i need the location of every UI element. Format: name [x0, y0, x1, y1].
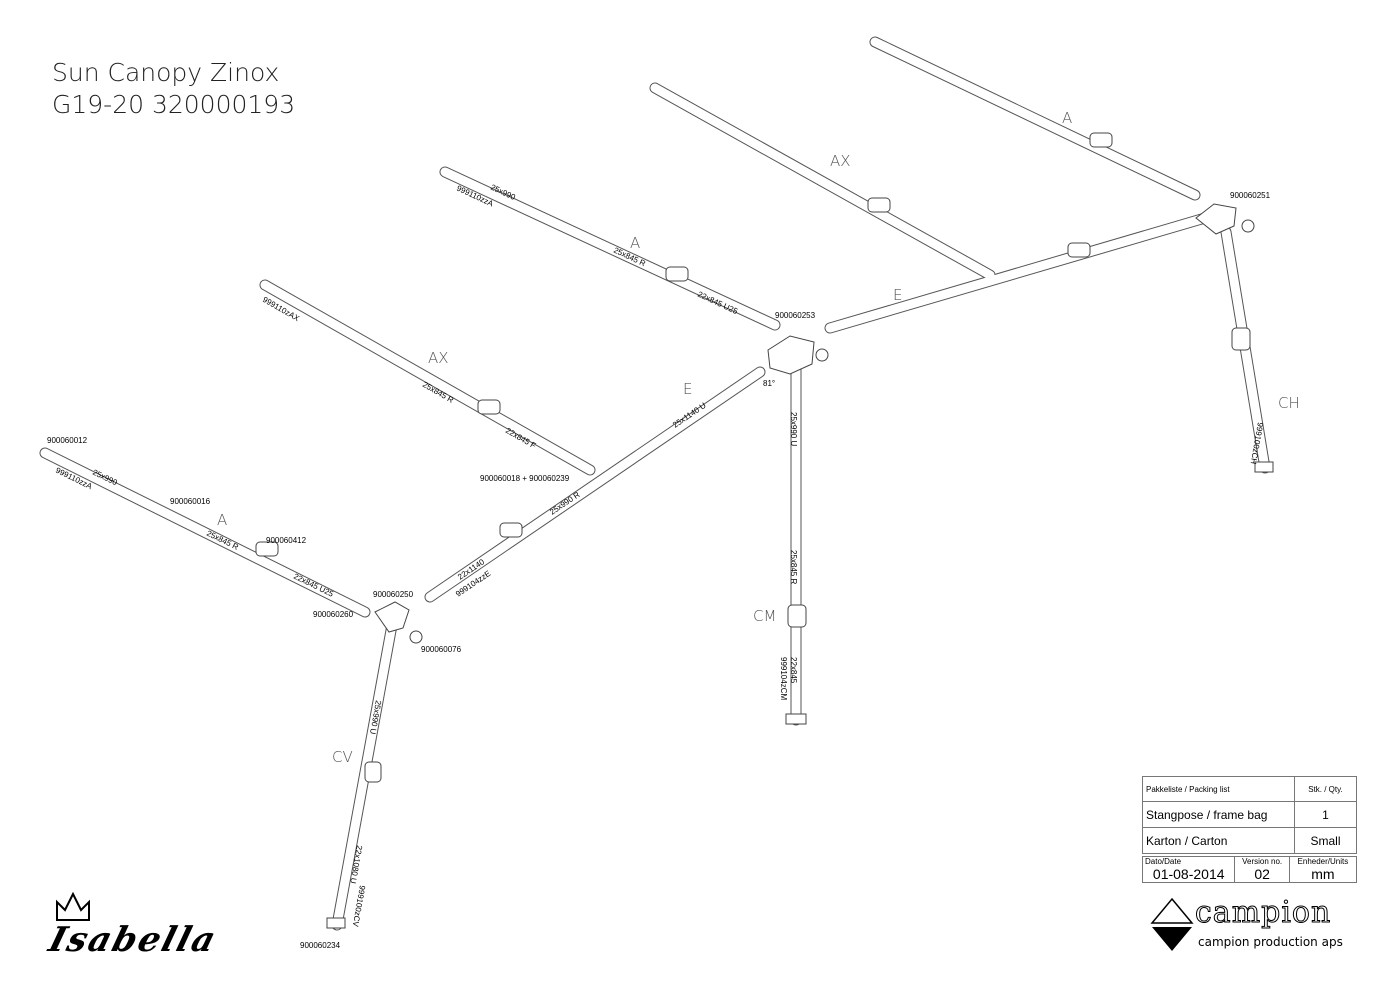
table-row: Karton / Carton Small	[1142, 827, 1357, 854]
joint-clamp	[1089, 132, 1113, 148]
joint-clamp	[665, 266, 689, 282]
part-number: 999100zCV	[351, 885, 367, 928]
date-value: 01-08-2014	[1152, 866, 1225, 882]
section-a-middle: A	[630, 234, 640, 252]
packing-qty: 1	[1294, 801, 1357, 828]
drawing-number: G19-20 320000193	[52, 90, 296, 119]
campion-wordmark: campion	[1194, 895, 1332, 931]
part-number: 900060016	[170, 497, 211, 506]
tubes	[39, 36, 1274, 931]
joint-clamp	[787, 604, 807, 628]
section-ax-fourth: AX	[830, 152, 851, 170]
section-ch: CH	[1278, 394, 1300, 412]
campion-logo: campion campion production aps	[1150, 895, 1370, 965]
center-connector	[767, 335, 815, 375]
section-labels: A AX A AX A E E CV CM CH	[217, 109, 1300, 766]
angle-label: 81°	[763, 379, 775, 388]
packing-list-header: Pakkeliste / Packing list	[1142, 776, 1295, 802]
part-number: 900060260	[313, 610, 354, 619]
connectors	[255, 132, 1274, 929]
triangles-icon	[1150, 897, 1194, 951]
tube-size: 25x990 U	[789, 412, 798, 446]
joint-clamp	[499, 522, 523, 538]
joint-clamp	[1067, 242, 1091, 258]
end-cap	[1241, 219, 1255, 233]
tube-size: 22x845	[789, 657, 798, 684]
foot	[785, 713, 807, 725]
table-row: Stangpose / frame bag 1	[1142, 801, 1357, 828]
joint-clamp	[867, 197, 891, 213]
part-number: 900060018 + 900060239	[480, 474, 570, 483]
end-cap	[815, 348, 829, 362]
rear-connector	[1195, 203, 1237, 235]
joint-clamp	[364, 761, 382, 783]
joint-clamp	[255, 541, 279, 557]
joint-clamp	[1231, 327, 1251, 351]
corner-connector	[374, 601, 410, 633]
campion-subtitle: campion production aps	[1198, 935, 1343, 949]
part-number: 999104zCM	[779, 657, 788, 700]
part-number: 900060253	[775, 311, 816, 320]
section-ax-second: AX	[428, 349, 449, 367]
packing-item: Karton / Carton	[1142, 827, 1295, 854]
date-label: Dato/Date	[1145, 857, 1182, 866]
joint-clamp	[477, 399, 501, 415]
part-number: 900060250	[373, 590, 414, 599]
section-e-upper: E	[893, 286, 902, 304]
section-cv: CV	[332, 748, 353, 766]
part-number: 900060251	[1230, 191, 1271, 200]
crown-icon	[56, 891, 90, 921]
qty-header: Stk. / Qty.	[1294, 776, 1357, 802]
end-cap	[409, 630, 423, 644]
tube-size: 25x845 R	[789, 550, 798, 584]
part-number: 900060412	[266, 536, 307, 545]
packing-qty: Small	[1294, 827, 1357, 854]
foot	[1254, 461, 1274, 473]
section-e-lower: E	[683, 380, 692, 398]
units-value: mm	[1311, 866, 1335, 882]
part-labels: 900060012 999110zzA 25x990 900060016 25x…	[47, 183, 1271, 950]
drawing-title: Sun Canopy Zinox	[52, 58, 280, 87]
part-number: 900060234	[300, 941, 341, 950]
isabella-wordmark: Isabella	[44, 920, 222, 960]
part-number: 900060076	[421, 645, 462, 654]
version-label: Version no.	[1242, 857, 1283, 866]
packing-item: Stangpose / frame bag	[1142, 801, 1295, 828]
isabella-logo: Isabella	[45, 890, 270, 960]
section-a-rear: A	[1062, 109, 1072, 127]
section-a-front: A	[217, 511, 227, 529]
tube-size: 22x845 U25	[292, 572, 335, 599]
foot	[326, 917, 346, 929]
section-cm: CM	[753, 607, 776, 625]
part-number: 900060012	[47, 436, 88, 445]
units-label: Enheder/Units	[1297, 857, 1349, 866]
version-value: 02	[1254, 866, 1270, 882]
packing-list-table: Pakkeliste / Packing list Stk. / Qty. St…	[1142, 776, 1357, 854]
